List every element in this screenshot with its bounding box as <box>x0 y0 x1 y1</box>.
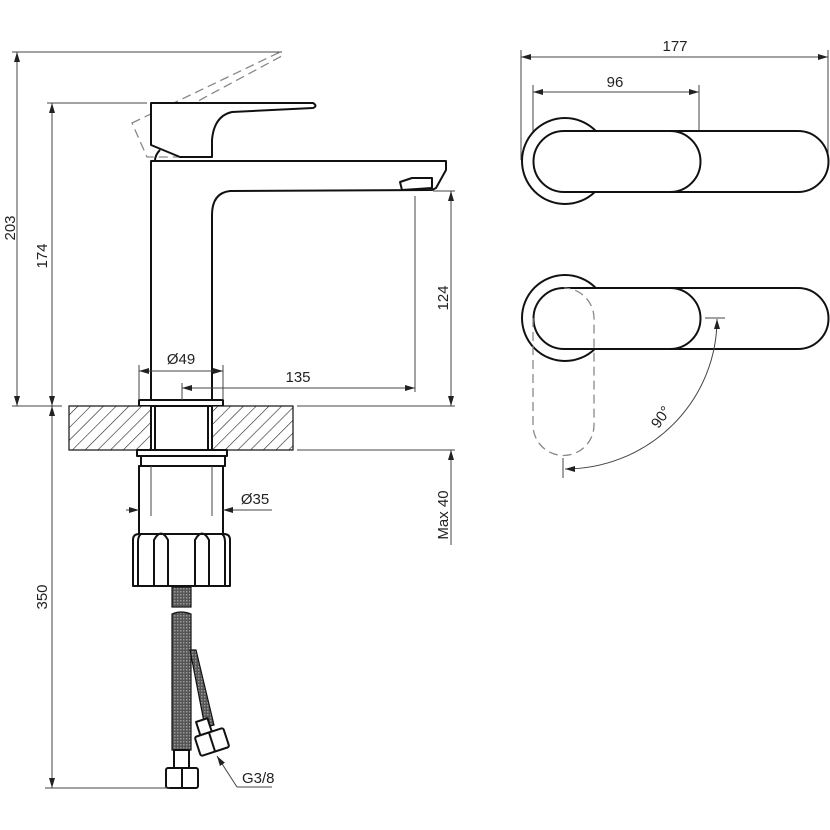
dim-max-countertop: Max 40 <box>435 490 452 539</box>
dim-base-diameter: Ø49 <box>167 351 195 368</box>
dim-spout-height: 124 <box>435 285 452 310</box>
dim-spout-reach: 135 <box>285 369 310 386</box>
countertop-left <box>68 405 152 451</box>
countertop-right <box>211 405 294 451</box>
dim-handle-length: 96 <box>607 74 624 91</box>
top-view-rotated: 90° <box>521 274 830 478</box>
dim-shank-diameter: Ø35 <box>241 491 269 508</box>
mounting-nut <box>132 532 231 587</box>
supply-hose <box>171 586 192 608</box>
dim-body-height: 174 <box>34 243 51 268</box>
dim-total-height: 203 <box>2 215 19 240</box>
shank <box>138 465 224 537</box>
hose-nut-1 <box>165 749 199 789</box>
hose-nut-2 <box>194 717 230 757</box>
lever-handle <box>150 102 317 158</box>
top-view: 177 96 90° <box>520 38 830 478</box>
supply-hose-2 <box>189 649 215 728</box>
aerator <box>399 177 433 191</box>
dim-top-length: 177 <box>662 38 687 55</box>
base-plate <box>138 399 224 407</box>
side-view: G3/8 203 174 124 Ø49 135 Ø35 Max 40 350 <box>2 51 455 789</box>
top-view-closed <box>521 117 830 205</box>
faucet-body <box>150 160 447 401</box>
thread-label: G3/8 <box>242 770 275 787</box>
dim-hose-length: 350 <box>34 584 51 609</box>
